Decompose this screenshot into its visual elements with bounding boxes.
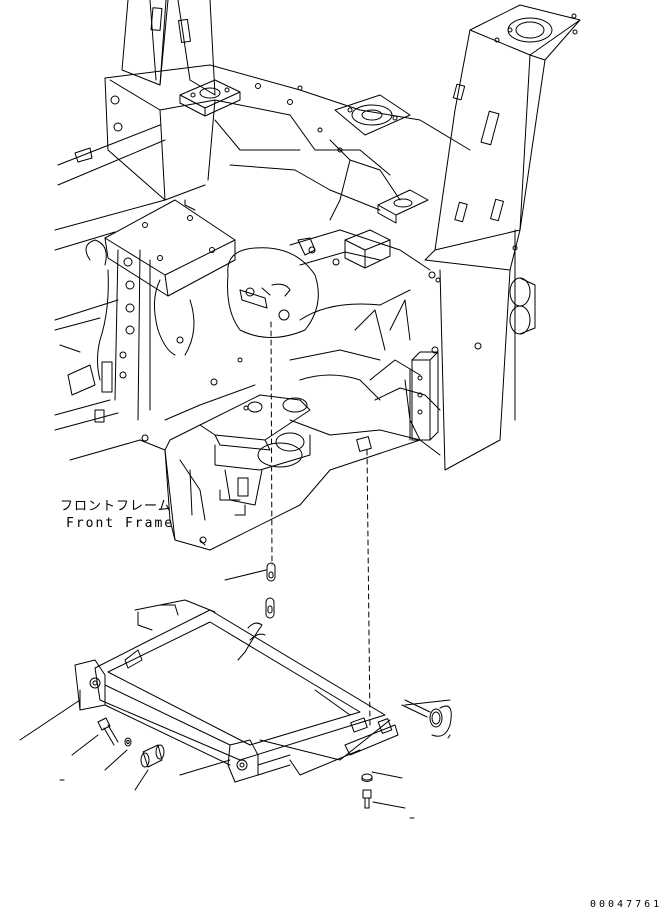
right-column (425, 5, 580, 470)
chain-links (266, 563, 275, 618)
hose-loop (60, 240, 112, 422)
left-upright-post (122, 0, 215, 95)
alignment-lines (271, 322, 370, 725)
lock-pin (402, 700, 451, 738)
center-struts (115, 250, 194, 420)
hitch-assembly (200, 395, 310, 515)
left-side-rails (55, 125, 165, 460)
left-pin (141, 745, 164, 767)
hook (238, 623, 265, 660)
tray-hinge-left (75, 660, 230, 765)
lower-frame-body (140, 290, 440, 550)
left-bracket-plate (105, 200, 235, 296)
tray-plate (95, 600, 398, 775)
mounting-pad-center (335, 95, 410, 135)
mounting-pad-right (345, 190, 428, 268)
inspection-cover (228, 248, 319, 338)
tray-assembly (75, 563, 451, 808)
upper-crossmember (105, 65, 470, 220)
frame-crossbar (290, 230, 430, 270)
callout-leaders (20, 570, 450, 818)
frame-name-en: Front Frame (66, 516, 175, 531)
mounting-pad-left (180, 80, 240, 116)
left-bolt (98, 718, 118, 745)
side-roller (510, 278, 535, 334)
front-frame (55, 0, 580, 550)
right-bolt (362, 774, 372, 808)
frame-name-jp: フロントフレーム (60, 499, 172, 514)
left-washer (125, 738, 131, 746)
tray-hinge-right (228, 740, 290, 782)
drawing-code: 00047761 (590, 899, 663, 910)
